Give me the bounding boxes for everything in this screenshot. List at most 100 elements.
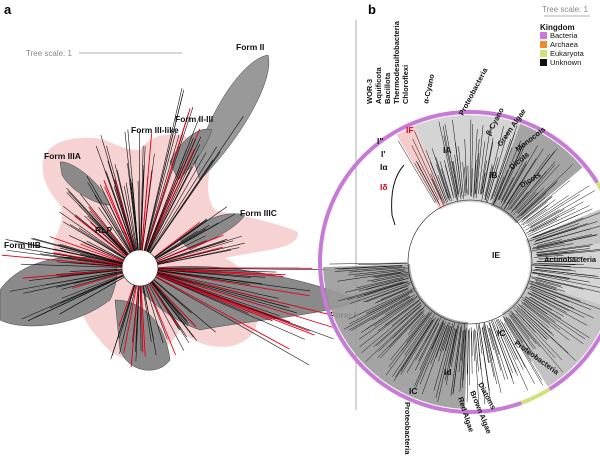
panel-a-form-iiib-clade — [0, 256, 118, 327]
panel-b-branch — [414, 319, 445, 387]
panel-b-branch — [445, 326, 453, 351]
panel-b-branch — [471, 331, 473, 374]
label-form-ii: Form II — [236, 42, 264, 52]
panel-a-branch — [152, 280, 196, 327]
panel-a-branch — [66, 187, 129, 255]
panel-b-branch — [536, 277, 600, 293]
panel-b-branch — [538, 275, 600, 288]
panel-b-branch — [533, 228, 591, 245]
panel-b-branch — [492, 324, 513, 379]
panel-b-branch — [481, 142, 494, 202]
panel-b-branch — [480, 124, 492, 195]
panel-b-branch — [425, 322, 437, 343]
panel-a-form-iiic-clade — [179, 213, 246, 251]
taxon-actinobacteria: Actinobacteria — [544, 255, 597, 264]
panel-a-branch — [150, 281, 185, 325]
panel-a-branch — [110, 285, 135, 360]
panel-b-branch — [506, 182, 521, 205]
panel-b-branch — [503, 316, 532, 362]
panel-b-branch — [464, 167, 467, 193]
panel-b-branch — [451, 323, 460, 368]
panel-b-branch — [534, 221, 598, 242]
panel-a-branch — [59, 247, 123, 264]
clade-label-ia: IA — [443, 145, 452, 155]
panel-b-branch — [488, 321, 500, 355]
panel-b-branch — [492, 176, 505, 205]
panel-b-letter: b — [368, 2, 376, 17]
panel-b-branch — [475, 330, 479, 372]
panel-b-branch — [482, 326, 490, 363]
panel-b-branch — [334, 265, 403, 270]
clade-sector — [414, 115, 521, 207]
panel-a-branch — [149, 146, 217, 253]
panel-a-branch — [88, 206, 129, 255]
panel-a-branch — [144, 131, 177, 251]
panel-b-branch — [517, 180, 558, 218]
panel-b-branch — [376, 305, 422, 347]
panel-b-branch — [418, 317, 442, 362]
panel-a-branch — [86, 240, 125, 261]
panel-b-branch — [380, 287, 409, 300]
panel-b-branches — [329, 119, 600, 405]
panel-b-branch — [415, 160, 441, 206]
panel-b-branch — [521, 304, 550, 329]
panel-b-branch — [528, 208, 593, 237]
panel-a-branch — [157, 271, 332, 316]
panel-b-branch — [534, 269, 599, 277]
panel-b-branch — [514, 161, 556, 210]
kingdom-ring-segment — [548, 332, 600, 391]
panel-b-branch — [520, 182, 557, 216]
legend-label: Eukaryota — [550, 49, 585, 58]
panel-a-branch — [157, 240, 234, 264]
panel-b-branch — [450, 326, 461, 396]
panel-b-branch — [453, 161, 459, 194]
panel-b-branch — [521, 205, 549, 226]
panel-a-branch — [145, 285, 164, 344]
panel-b-branch — [377, 309, 425, 359]
taxon-proteobacteria-top: Proteobacteria — [457, 66, 490, 117]
panel-b-branch — [521, 296, 548, 315]
clade-sector — [490, 123, 583, 224]
panel-a-branch — [135, 285, 140, 362]
panel-b-branch — [510, 314, 530, 339]
panel-b-branch — [485, 126, 504, 201]
panel-b-branch — [525, 296, 562, 319]
kingdom-ring-segment — [520, 387, 551, 405]
panel-a-branch — [74, 215, 127, 258]
panel-a-branch — [156, 273, 280, 317]
panel-b-branch — [488, 164, 499, 198]
panel-a-branch — [144, 134, 180, 251]
panel-a-branch — [154, 206, 228, 258]
panel-a-branch — [155, 228, 207, 260]
panel-b-branch — [509, 319, 538, 360]
panel-a-form-ii-clade — [194, 54, 270, 181]
panel-b-branch — [430, 173, 445, 205]
panel-b-branch — [521, 192, 547, 216]
panel-b-branch — [400, 320, 434, 372]
panel-b-branch — [527, 292, 588, 326]
clade-label-ib: IB — [489, 170, 498, 180]
panel-b-branch — [407, 314, 426, 336]
panel-b-branch — [521, 180, 571, 220]
panel-b-branch — [354, 269, 404, 277]
panel-a-branch — [149, 282, 178, 326]
panel-a-branch — [80, 253, 123, 265]
panel-a-branch — [54, 248, 123, 265]
panel-b-branch — [398, 140, 436, 204]
panel-b-branch — [493, 147, 513, 197]
panel-b-branch — [516, 305, 576, 361]
panel-b-branch — [345, 278, 404, 293]
panel-a-branch — [147, 148, 195, 252]
legend-label: Bacteria — [550, 31, 578, 40]
panel-a-branch — [109, 204, 133, 252]
panel-b-branch — [519, 305, 555, 337]
panel-b-branch — [530, 285, 592, 310]
panel-b-branch — [363, 281, 408, 296]
panel-b-branch — [347, 281, 405, 300]
panel-b-branch — [496, 319, 517, 360]
panel-a-branch — [157, 246, 223, 265]
panel-a-branch — [80, 194, 129, 255]
panel-a-branch — [86, 175, 132, 253]
panel-b-branch — [476, 331, 482, 370]
panel-b-branch — [466, 330, 469, 375]
